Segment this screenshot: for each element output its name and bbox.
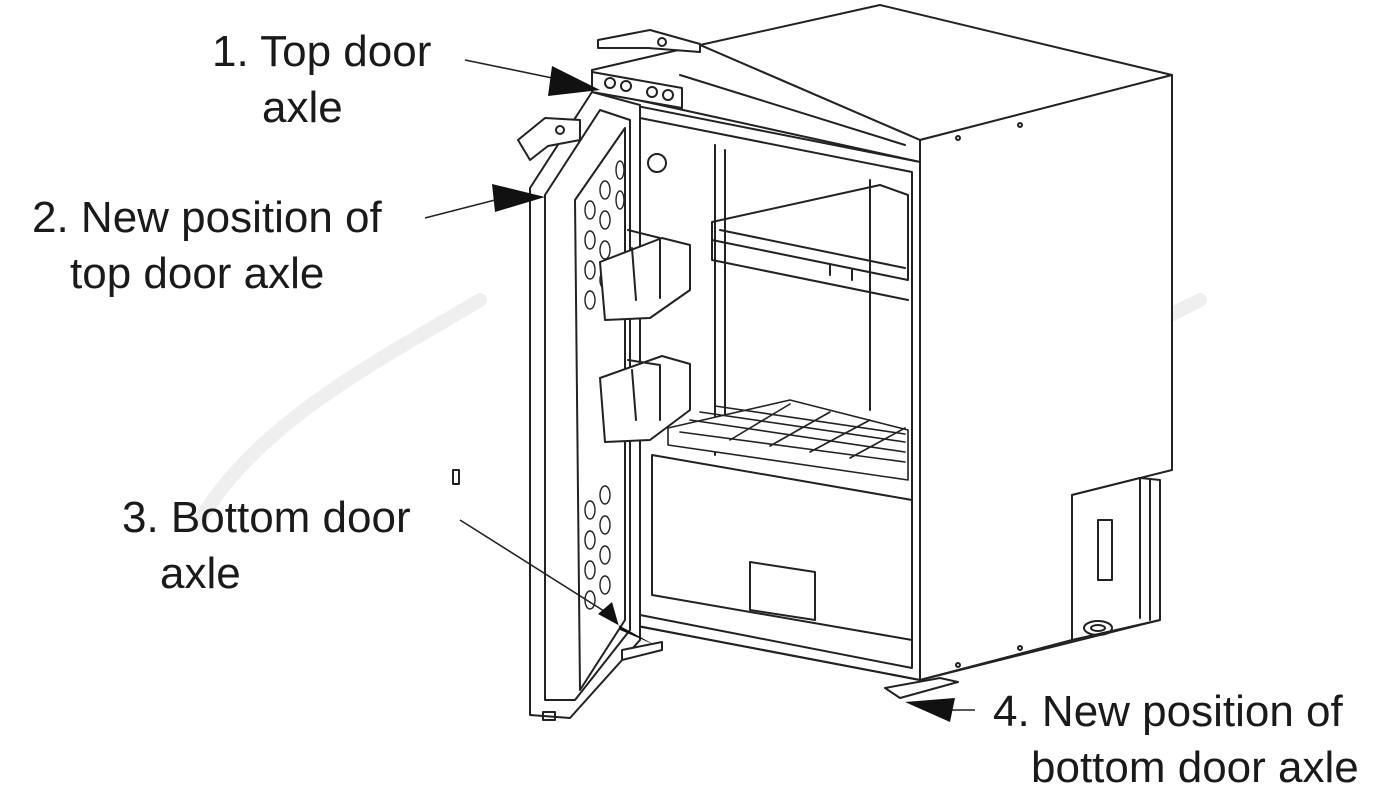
arrow-2 — [492, 184, 545, 212]
arrow-1 — [548, 66, 600, 96]
label-new-top-axle-position: 2. New position of top door axle — [32, 190, 382, 302]
label-top-door-axle: 1. Top door axle — [212, 24, 431, 136]
inner-back-wall — [714, 144, 871, 456]
label-3-line-2: axle — [160, 549, 241, 598]
label-4-line-2: bottom door axle — [1031, 743, 1359, 792]
leader-line-2 — [424, 199, 496, 219]
label-3-line-1: 3. Bottom door — [122, 493, 411, 542]
leader-line-1 — [464, 59, 563, 81]
leader-lines — [424, 59, 975, 711]
label-1-line-2: axle — [262, 83, 343, 132]
label-2-line-2: top door axle — [70, 249, 325, 298]
upper-shelf — [711, 184, 909, 301]
label-4-line-1: 4. New position of — [993, 687, 1343, 736]
crisper-drawer — [651, 454, 913, 641]
label-bottom-door-axle: 3. Bottom door axle — [122, 490, 411, 602]
loose-screw — [452, 469, 460, 485]
top-axle-bracket — [597, 29, 701, 53]
wire-rack — [667, 399, 909, 481]
door-bin-upper — [599, 229, 691, 321]
label-2-line-1: 2. New position of — [32, 193, 382, 242]
leader-line-3 — [459, 519, 616, 619]
label-new-bottom-axle-position: 4. New position of bottom door axle — [993, 684, 1359, 796]
new-bottom-axle-bracket — [884, 677, 959, 699]
label-1-line-1: 1. Top door — [212, 27, 432, 76]
hinge-strip — [591, 71, 683, 109]
arrow-3 — [598, 602, 655, 645]
door-bin-lower — [599, 355, 691, 443]
open-door — [529, 91, 641, 721]
compressor-compartment — [1071, 477, 1161, 641]
cabinet-base — [631, 619, 1161, 681]
door-latch — [517, 117, 581, 161]
arrow-4 — [905, 698, 955, 722]
bottom-axle-part — [621, 641, 663, 661]
